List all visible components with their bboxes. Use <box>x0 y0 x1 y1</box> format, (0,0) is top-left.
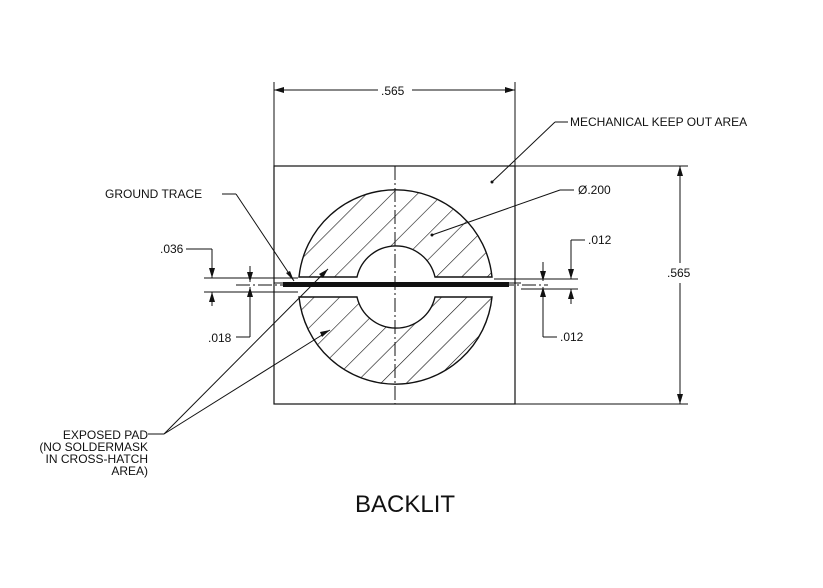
right-height-label: .565 <box>667 266 691 280</box>
hole-diameter-label: Ø.200 <box>578 183 611 197</box>
left-upper-dimension <box>186 248 298 306</box>
right-upper-dimension <box>494 239 585 304</box>
top-width-dimension <box>273 82 516 166</box>
left-lower-label: .018 <box>208 331 232 345</box>
right-lower-dimension <box>540 262 557 338</box>
keep-out-label: MECHANICAL KEEP OUT AREA <box>570 115 747 129</box>
left-lower-dimension <box>236 266 253 338</box>
ground-trace-label: GROUND TRACE <box>105 187 202 201</box>
diameter-leader <box>430 189 574 237</box>
top-width-label: .565 <box>381 84 405 98</box>
right-lower-label: .012 <box>560 330 584 344</box>
exposed-pad-leaders <box>148 268 331 435</box>
exposed-pad-lower <box>298 296 493 385</box>
exposed-pad-label-line3: IN CROSS-HATCH <box>46 452 148 466</box>
ground-trace-leader <box>222 193 295 282</box>
keep-out-leader <box>490 121 568 184</box>
exposed-pad-label-line4: AREA) <box>111 464 148 478</box>
exposed-pad-label-line2: (NO SOLDERMASK <box>39 440 148 454</box>
left-upper-label: .036 <box>160 242 184 256</box>
exposed-pad-label-line1: EXPOSED PAD <box>63 428 148 442</box>
right-upper-label: .012 <box>588 233 612 247</box>
drawing-title: BACKLIT <box>355 491 455 518</box>
right-height-dimension <box>515 165 688 405</box>
